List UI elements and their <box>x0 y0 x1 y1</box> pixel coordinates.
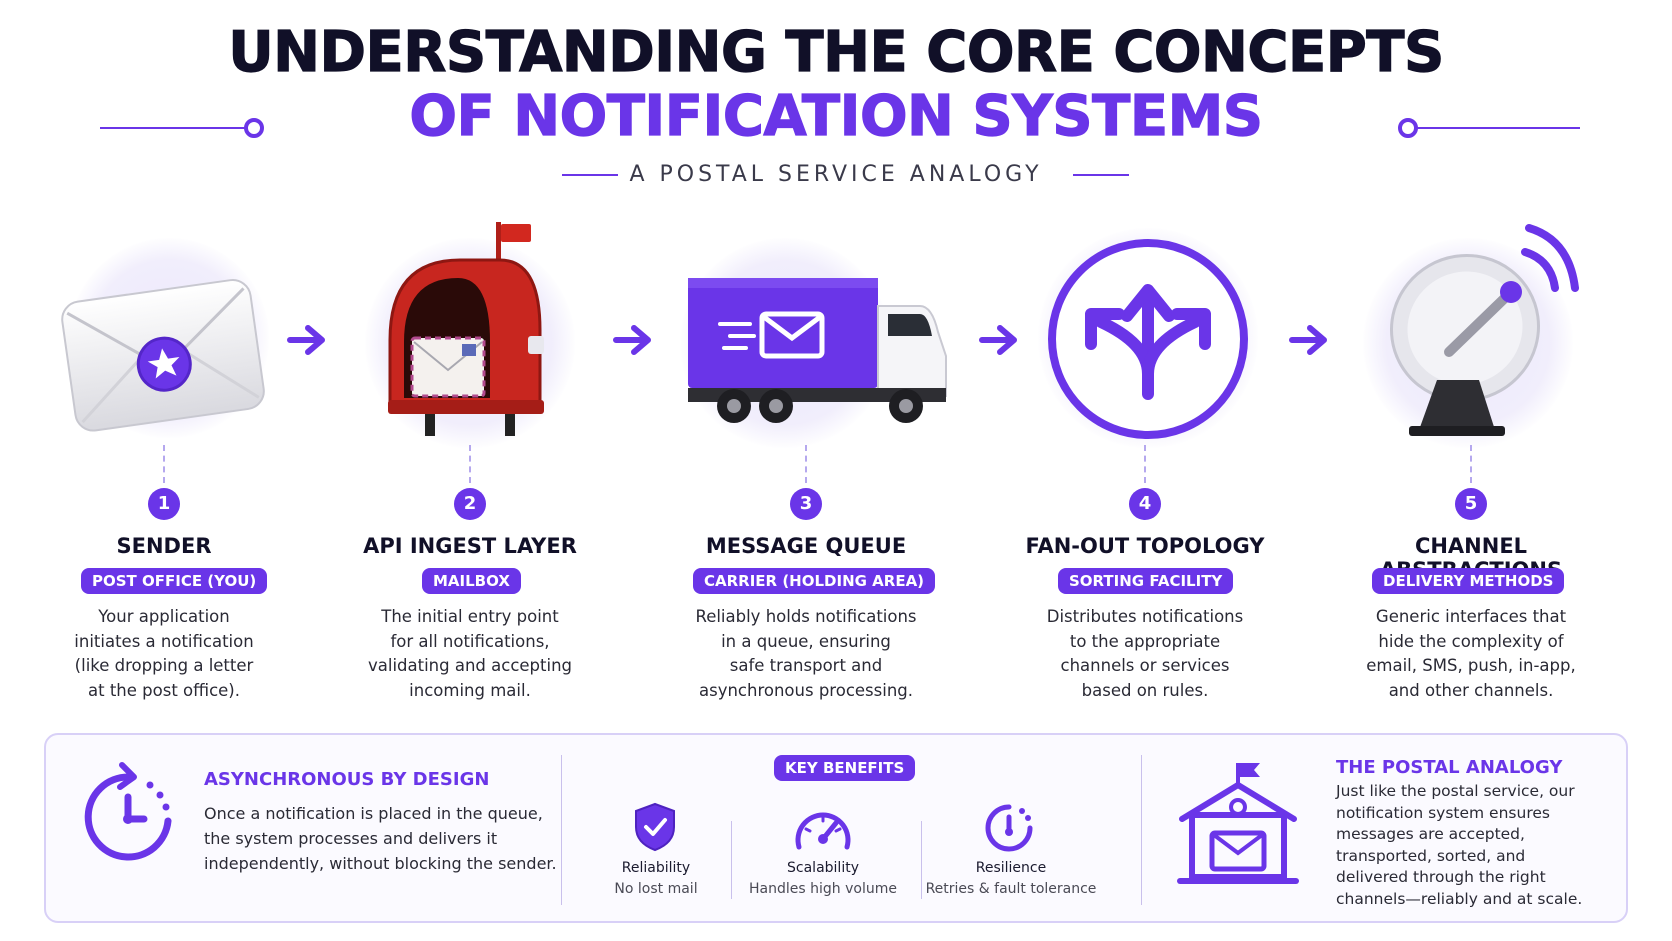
satellite-dish-icon <box>1389 224 1579 436</box>
step-title: FAN-OUT TOPOLOGY <box>1025 534 1265 558</box>
key-benefits-label: KEY BENEFITS <box>774 755 916 781</box>
step-number: 4 <box>1129 488 1161 520</box>
benefit-name: Resilience <box>975 860 1047 876</box>
decor-line-right <box>1414 127 1580 129</box>
benefit-name: Reliability <box>621 860 691 876</box>
decor-line-left <box>100 127 250 129</box>
gauge-icon <box>795 812 851 850</box>
step-tag: SORTING FACILITY <box>1058 568 1234 594</box>
fan-out-arrows-icon <box>1048 239 1248 439</box>
benefit-sub: Retries & fault tolerance <box>925 881 1097 897</box>
post-office-icon <box>1177 763 1299 884</box>
step-tag: CARRIER (HOLDING AREA) <box>693 568 936 594</box>
step-title: API INGEST LAYER <box>363 534 577 558</box>
subtitle-line-left <box>562 174 618 176</box>
async-title: ASYNCHRONOUS BY DESIGN <box>204 769 490 790</box>
timer-icon <box>985 804 1033 852</box>
step-number: 5 <box>1455 488 1487 520</box>
async-clock-icon <box>84 762 172 861</box>
summary-panel: ASYNCHRONOUS BY DESIGN Once a notificati… <box>44 733 1628 923</box>
arrow-right-icon <box>287 325 325 355</box>
decor-dot-left <box>244 118 264 138</box>
mailbox-icon <box>388 222 544 436</box>
benefit-name: Scalability <box>787 860 859 876</box>
step-tag: POST OFFICE (YOU) <box>81 568 268 594</box>
benefit-sub: No lost mail <box>614 881 698 897</box>
title-line-2: OF NOTIFICATION SYSTEMS <box>409 83 1264 149</box>
step-title: MESSAGE QUEUE <box>705 534 907 558</box>
step-number: 2 <box>454 488 486 520</box>
arrow-right-icon <box>613 325 651 355</box>
arrow-right-icon <box>979 325 1017 355</box>
step-tag: MAILBOX <box>422 568 521 594</box>
envelope-icon <box>61 279 265 432</box>
truck-icon <box>688 278 947 423</box>
shield-check-icon <box>635 802 675 852</box>
arrow-right-icon <box>1289 325 1327 355</box>
step-number: 3 <box>790 488 822 520</box>
analogy-text: Just like the postal service, our notifi… <box>1336 782 1583 908</box>
subtitle: A POSTAL SERVICE ANALOGY <box>629 162 1043 187</box>
title-line-1: UNDERSTANDING THE CORE CONCEPTS <box>228 19 1445 85</box>
benefit-sub: Handles high volume <box>749 881 897 897</box>
step-title: SENDER <box>116 534 212 558</box>
step-tag: DELIVERY METHODS <box>1372 568 1565 594</box>
subtitle-line-right <box>1073 174 1129 176</box>
async-text: Once a notification is placed in the que… <box>204 804 557 873</box>
analogy-title: THE POSTAL ANALOGY <box>1336 757 1563 778</box>
step-number: 1 <box>148 488 180 520</box>
